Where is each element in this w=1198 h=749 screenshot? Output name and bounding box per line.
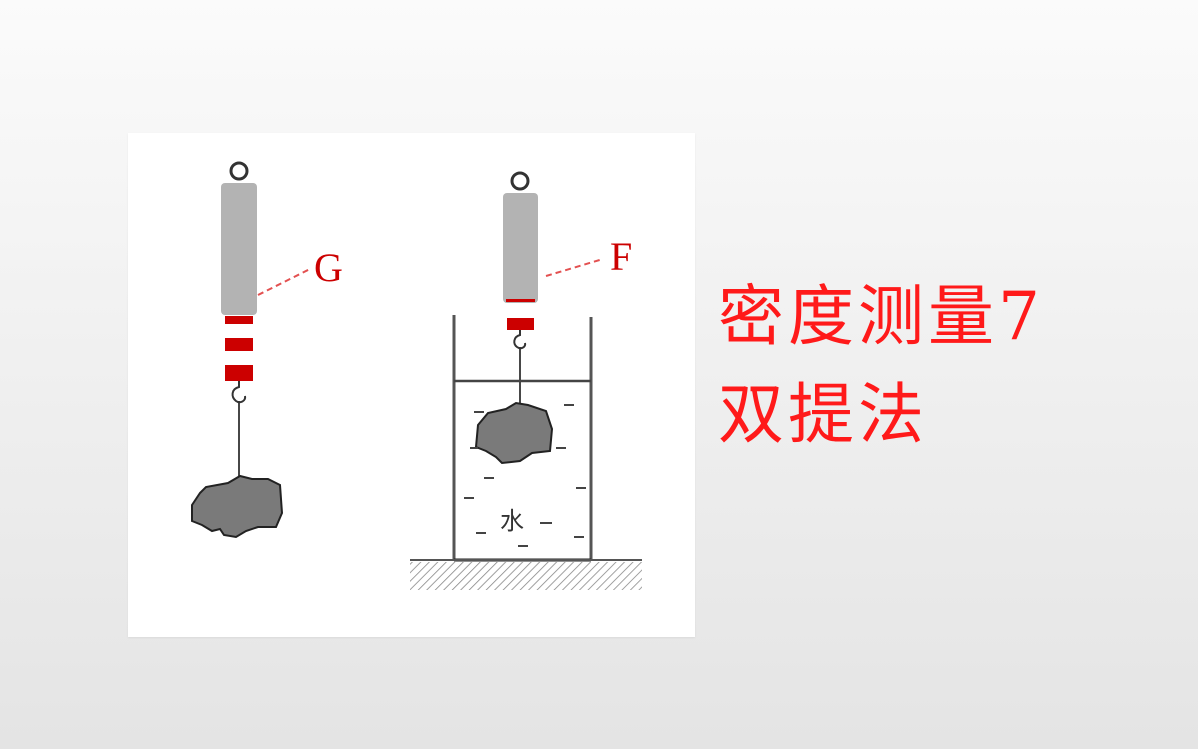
diagram-svg: G F	[191, 161, 642, 590]
scale-mark	[225, 316, 253, 324]
ring-icon	[510, 171, 530, 191]
hook-icon	[231, 381, 247, 404]
force-label-f: F	[610, 234, 632, 279]
scale-mark	[225, 365, 253, 381]
slide-title: 密度测量7 双提法	[718, 268, 1044, 464]
hook-icon	[513, 330, 527, 350]
weight-label-g: G	[314, 245, 343, 290]
scale-mark	[507, 318, 534, 330]
water-label: 水	[500, 507, 524, 535]
submerged-rock	[474, 401, 554, 465]
right-spring-scale: F	[503, 171, 632, 409]
title-line-2: 双提法	[718, 376, 928, 453]
beaker: 水	[452, 315, 593, 562]
scale-mark	[225, 338, 253, 351]
leader-line	[545, 258, 604, 277]
left-spring-scale: G	[191, 161, 343, 539]
title-line-1: 密度测量7	[718, 278, 1044, 355]
leader-line	[257, 268, 311, 296]
ground-hatch	[410, 562, 642, 590]
rock	[191, 474, 284, 539]
scale-body	[503, 193, 538, 303]
ground	[410, 559, 642, 590]
water-dashes	[464, 404, 586, 547]
scale-body	[221, 183, 257, 315]
scale-mark	[506, 299, 535, 302]
ring-icon	[229, 161, 249, 181]
experiment-diagram: G F	[128, 133, 695, 637]
